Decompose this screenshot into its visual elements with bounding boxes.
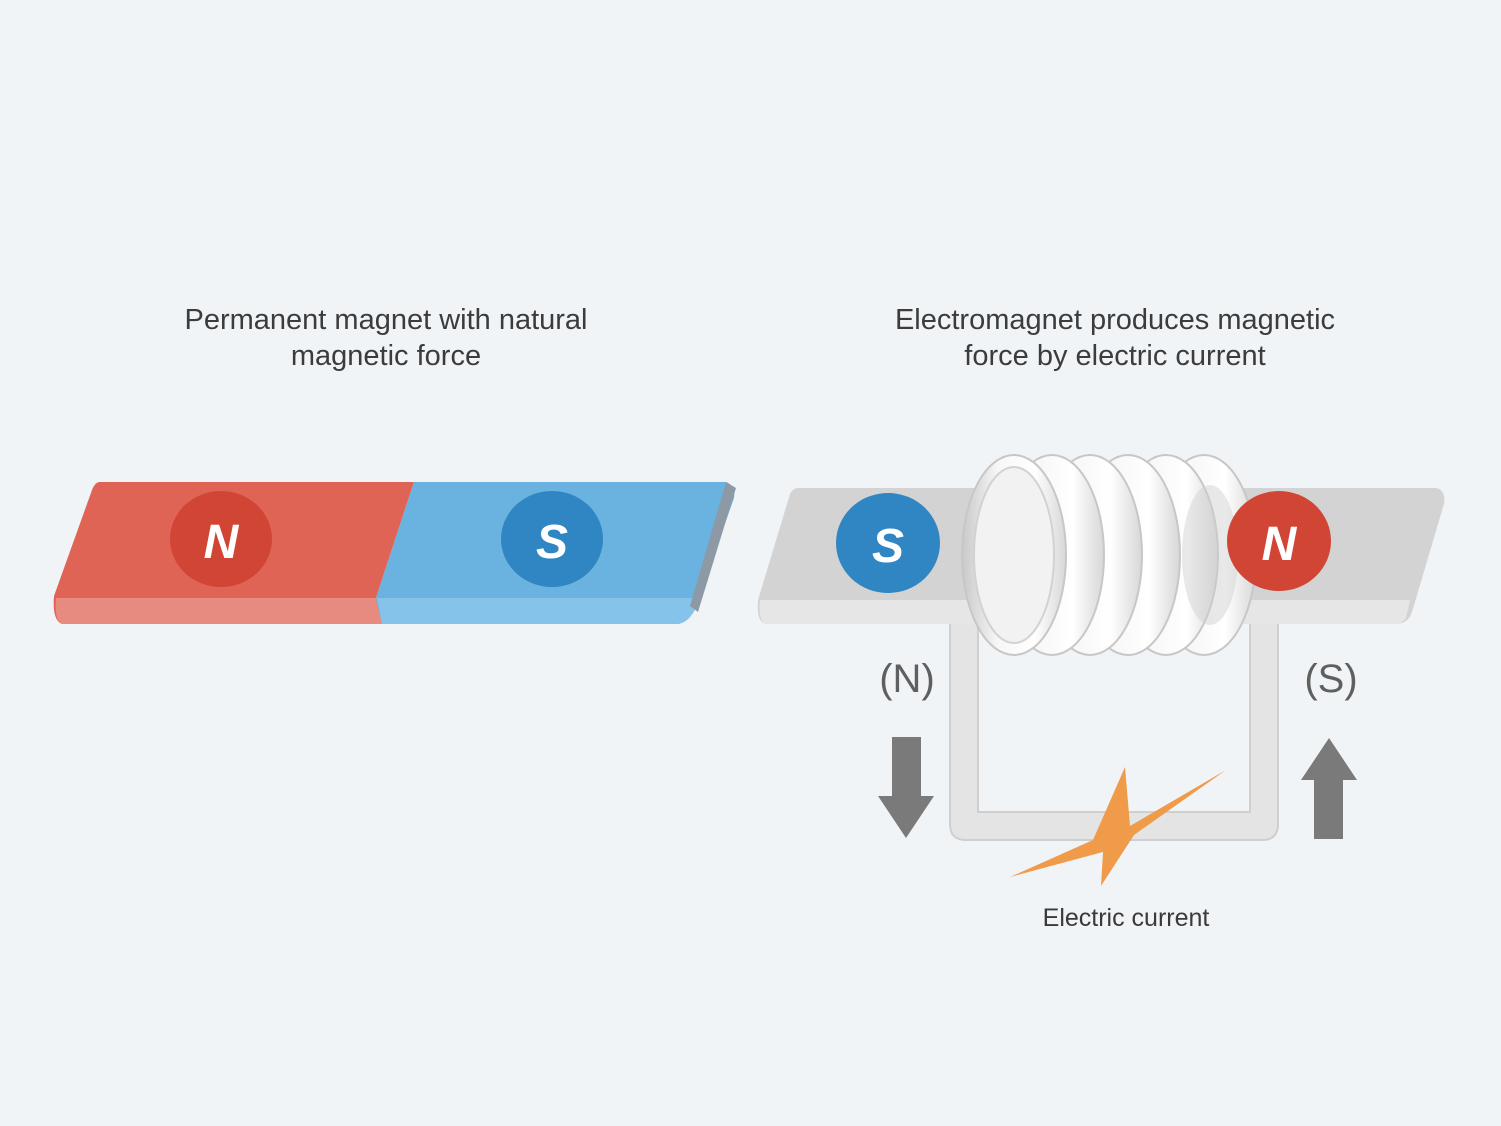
induced-north-label: (N) xyxy=(879,657,935,701)
electric-current-label: Electric current xyxy=(1043,904,1210,932)
south-pole-badge xyxy=(501,491,603,587)
arrow-up-icon xyxy=(1301,738,1357,839)
coil-opening xyxy=(1182,485,1238,625)
induced-south-label: (S) xyxy=(1304,657,1357,701)
permanent-caption-line1: Permanent magnet with natural xyxy=(184,304,588,336)
arrow-down-icon xyxy=(878,737,934,838)
permanent-magnet-caption: Permanent magnet with natural magnetic f… xyxy=(136,302,636,374)
south-half-bottom-face xyxy=(377,598,700,624)
permanent-magnet: N S xyxy=(53,482,736,624)
south-pole-badge xyxy=(836,493,940,593)
north-pole-label: N xyxy=(204,516,240,569)
electromagnet-caption-line2: force by electric current xyxy=(964,340,1266,372)
electromagnet-south-label: S xyxy=(872,520,904,573)
permanent-caption-line2: magnetic force xyxy=(290,340,482,372)
north-pole-badge xyxy=(1227,491,1331,591)
coil xyxy=(961,454,1257,656)
magnet-end-face xyxy=(690,482,736,612)
north-half-bottom-face xyxy=(55,598,382,624)
south-pole-label: S xyxy=(536,516,568,569)
electromagnet-caption-line1: Electromagnet produces magnetic xyxy=(894,304,1336,336)
electromagnet: S N (N) (S) Electric current xyxy=(757,454,1445,932)
north-pole-badge xyxy=(170,491,272,587)
electromagnet-caption: Electromagnet produces magnetic force by… xyxy=(840,302,1390,374)
lightning-bolt-icon xyxy=(1010,767,1226,886)
electromagnet-north-label: N xyxy=(1262,518,1298,571)
